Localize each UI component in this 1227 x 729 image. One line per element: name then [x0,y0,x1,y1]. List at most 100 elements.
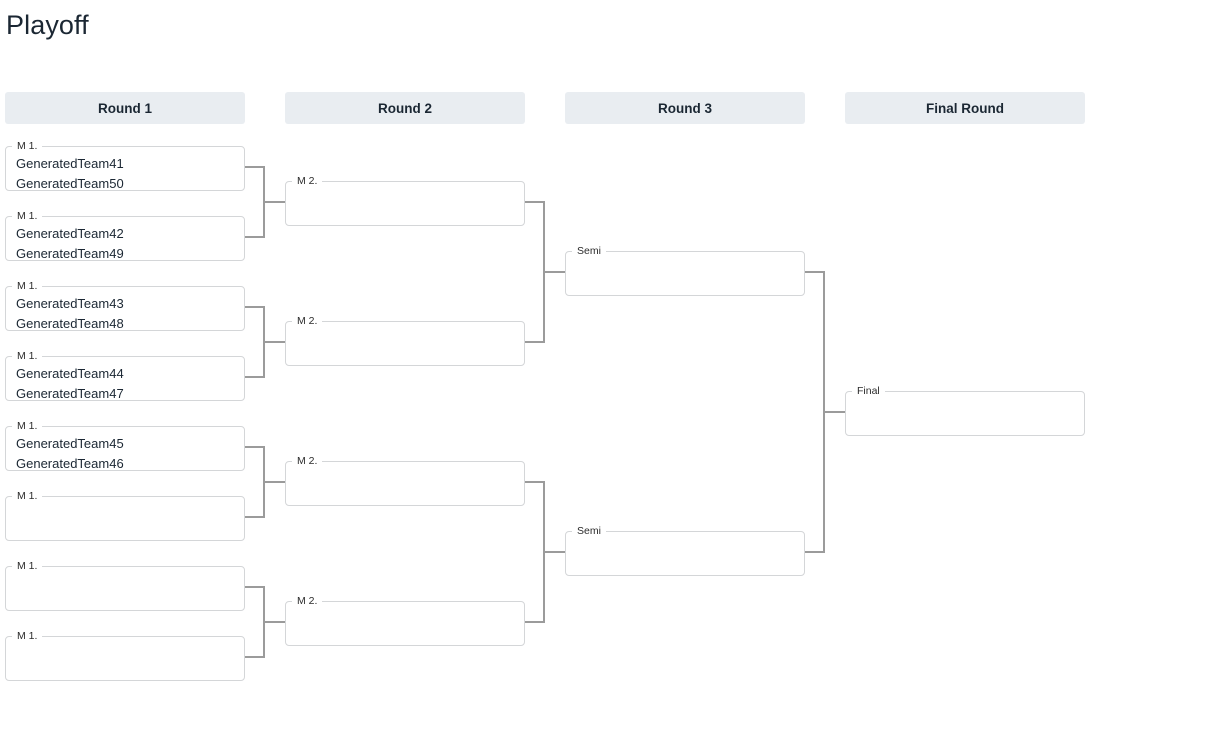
match-box-r1-m8[interactable]: M 1. [5,631,245,681]
match-box-r3-m1[interactable]: Semi [565,246,805,296]
team-slot[interactable] [16,644,234,664]
bracket-connector-c-r2-4-in [263,621,285,623]
match-legend: M 1. [17,490,38,502]
team-slot[interactable] [16,594,234,614]
team-slot[interactable]: GeneratedTeam50 [16,175,124,191]
match-legend: M 1. [17,140,38,152]
match-legend: M 2. [297,175,318,187]
bracket-connector-c-r2-3-in [263,481,285,483]
match-legend: M 1. [17,350,38,362]
round-header-round-2[interactable]: Round 2 [285,92,525,124]
bracket-connector-c-r2-4-out [525,621,543,623]
match-legend: Semi [577,245,601,257]
bracket-connector-c-r1-8-out [245,656,263,658]
team-slot[interactable]: GeneratedTeam49 [16,245,124,261]
match-teams [6,502,244,550]
match-legend: M 1. [17,630,38,642]
team-slot[interactable]: GeneratedTeam48 [16,315,124,331]
bracket-connector-c-r1-5-out [245,446,263,448]
team-slot[interactable] [576,279,794,299]
round-header-label: Round 3 [658,100,712,116]
bracket-connector-c-r1-6-out [245,516,263,518]
team-slot[interactable]: GeneratedTeam44 [16,365,124,381]
team-slot[interactable] [856,399,1074,419]
match-legend: M 1. [17,280,38,292]
bracket-connector-c-r4-1-in [823,411,845,413]
team-slot[interactable]: GeneratedTeam45 [16,435,124,451]
match-box-r1-m6[interactable]: M 1. [5,491,245,541]
bracket-connector-c-r2-1-in [263,201,285,203]
team-slot[interactable] [16,664,234,684]
team-slot[interactable] [856,419,1074,439]
bracket-connector-c-r1-4-out [245,376,263,378]
team-slot[interactable]: GeneratedTeam41 [16,155,124,171]
team-slot[interactable] [296,189,514,209]
match-teams [6,572,244,620]
match-box-r2-m3[interactable]: M 2. [285,456,525,506]
match-legend: M 2. [297,455,318,467]
round-header-label: Round 1 [98,100,152,116]
match-teams [286,607,524,655]
team-slot[interactable] [296,329,514,349]
match-legend: Final [857,385,880,397]
team-slot[interactable] [296,209,514,229]
round-header-round-3[interactable]: Round 3 [565,92,805,124]
team-slot[interactable] [576,539,794,559]
bracket-connector-c-r3-2-in [543,551,565,553]
team-slot[interactable] [296,489,514,509]
match-legend: M 1. [17,560,38,572]
bracket-connector-c-r3-1-out [805,271,823,273]
bracket-connector-c-r1-1-out [245,166,263,168]
match-teams [286,467,524,515]
match-teams [566,257,804,305]
bracket-connector-c-r3-1-in [543,271,565,273]
team-slot[interactable]: GeneratedTeam46 [16,455,124,471]
match-box-r2-m4[interactable]: M 2. [285,596,525,646]
team-slot[interactable] [16,574,234,594]
bracket-connector-c-r2-3-out [525,481,543,483]
match-box-r2-m1[interactable]: M 2. [285,176,525,226]
match-legend: M 2. [297,315,318,327]
team-slot[interactable] [576,259,794,279]
page-title: Playoff [6,10,89,40]
team-slot[interactable] [296,469,514,489]
team-slot[interactable] [296,349,514,369]
team-slot[interactable] [296,629,514,649]
match-legend: M 1. [17,210,38,222]
round-header-round-4[interactable]: Final Round [845,92,1085,124]
round-header-round-1[interactable]: Round 1 [5,92,245,124]
bracket-connector-c-r1-7-out [245,586,263,588]
match-box-r4-m1[interactable]: Final [845,386,1085,436]
round-header-label: Round 2 [378,100,432,116]
match-legend: Semi [577,525,601,537]
team-slot[interactable] [296,609,514,629]
team-slot[interactable]: GeneratedTeam43 [16,295,124,311]
match-box-r3-m2[interactable]: Semi [565,526,805,576]
team-slot[interactable]: GeneratedTeam47 [16,385,124,401]
match-legend: M 2. [297,595,318,607]
match-teams [6,642,244,690]
bracket-connector-c-r3-2-out [805,551,823,553]
team-slot[interactable]: GeneratedTeam42 [16,225,124,241]
match-teams [566,537,804,585]
team-slot[interactable] [576,559,794,579]
bracket-connector-c-r2-2-out [525,341,543,343]
bracket-connector-c-r2-1-out [525,201,543,203]
bracket-connector-c-r1-3-out [245,306,263,308]
match-box-r2-m2[interactable]: M 2. [285,316,525,366]
bracket-connector-c-r1-2-out [245,236,263,238]
match-box-r1-m7[interactable]: M 1. [5,561,245,611]
team-slot[interactable] [16,504,234,524]
match-teams [286,327,524,375]
team-slot[interactable] [16,524,234,544]
